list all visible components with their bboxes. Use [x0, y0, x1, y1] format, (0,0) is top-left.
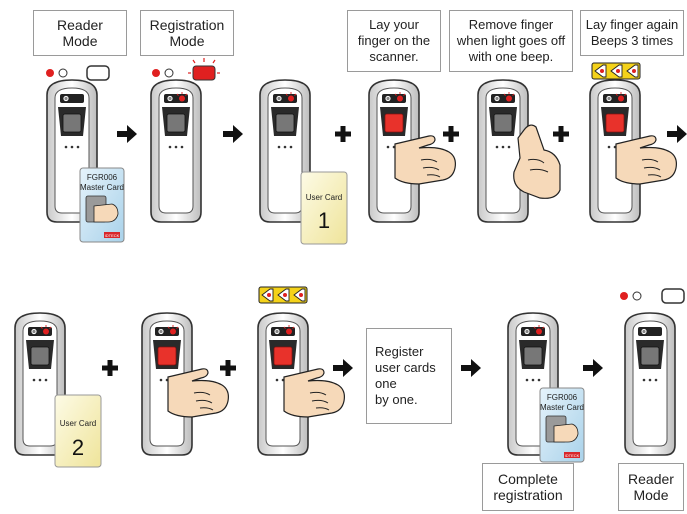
label-line: Reader — [57, 17, 103, 33]
label-line: Mode — [633, 487, 669, 503]
user-card-2: User Card 2 — [54, 394, 102, 468]
plus-icon — [220, 360, 236, 376]
label-line: user cards — [375, 360, 436, 375]
scanner-device — [150, 79, 202, 223]
arrow-right-icon — [461, 359, 481, 377]
label-line: Reader — [628, 471, 674, 487]
arrow-right-icon — [117, 125, 137, 143]
hand-lifted-icon — [513, 124, 561, 199]
plus-icon — [102, 360, 118, 376]
arrow-right-icon — [583, 359, 603, 377]
label-line: when light goes off — [456, 33, 566, 48]
label-line: Lay finger again — [585, 17, 679, 32]
card-brand-logo: IDTECK — [105, 233, 120, 238]
label-line: by one. — [375, 392, 418, 407]
hand-icon — [615, 135, 678, 185]
label-line: Register — [375, 344, 424, 359]
user-card-number: 2 — [72, 435, 84, 460]
label-line: Beeps 3 times — [590, 33, 674, 48]
label-reader-mode-final: Reader Mode — [618, 463, 684, 511]
label-line: finger on the — [357, 33, 431, 48]
label-line: Mode — [169, 33, 205, 49]
label-complete: Complete registration — [482, 463, 574, 511]
hand-icon — [283, 368, 345, 418]
label-line: registration — [493, 487, 563, 503]
label-register-cards: Register user cards one by one. — [366, 328, 452, 424]
arrow-right-icon — [333, 359, 353, 377]
master-card-line1: FGR006 — [547, 393, 578, 402]
scanner-red-light — [157, 346, 177, 366]
label-line: Mode — [62, 33, 98, 49]
card-brand-logo: IDTECK — [565, 453, 580, 458]
label-lay-finger: Lay your finger on the scanner. — [347, 10, 441, 72]
master-card: FGR006 Master Card IDTECK — [79, 167, 125, 243]
label-line: Lay your — [369, 17, 419, 32]
scanner-red-light — [273, 346, 293, 366]
reader-mode-indicator-icon — [620, 288, 685, 304]
arrow-right-icon — [667, 125, 687, 143]
hand-icon — [167, 368, 230, 418]
scanner-red-light — [384, 113, 404, 133]
label-line: Complete — [498, 471, 558, 487]
hand-icon — [394, 135, 456, 185]
label-reader-mode: Reader Mode — [33, 10, 127, 56]
user-card-1: User Card 1 — [300, 171, 348, 245]
plus-icon — [335, 126, 351, 142]
label-line: Registration — [149, 17, 225, 33]
reader-mode-indicator-icon — [46, 65, 110, 81]
master-card-line2: Master Card — [540, 403, 584, 412]
scanner-device — [624, 312, 676, 456]
user-card-label: User Card — [306, 193, 342, 202]
arrow-right-icon — [223, 125, 243, 143]
master-card-line2: Master Card — [80, 183, 124, 192]
label-remove-finger: Remove finger when light goes off with o… — [449, 10, 573, 72]
scanner-red-light — [605, 113, 625, 133]
label-line: Remove finger — [468, 17, 554, 32]
label-line: one — [375, 376, 397, 391]
label-line: with one beep. — [468, 49, 554, 64]
user-card-label: User Card — [60, 419, 96, 428]
label-lay-again: Lay finger again Beeps 3 times — [580, 10, 684, 56]
registration-mode-indicator-icon — [152, 58, 220, 81]
master-card-line1: FGR006 — [87, 173, 118, 182]
plus-icon — [443, 126, 459, 142]
label-line: scanner. — [369, 49, 419, 64]
master-card: FGR006 Master Card IDTECK — [539, 387, 585, 463]
label-registration-mode: Registration Mode — [140, 10, 234, 56]
user-card-number: 1 — [318, 208, 330, 233]
beep-indicator-icon — [258, 286, 308, 304]
beep-indicator-icon — [591, 62, 641, 80]
plus-icon — [553, 126, 569, 142]
